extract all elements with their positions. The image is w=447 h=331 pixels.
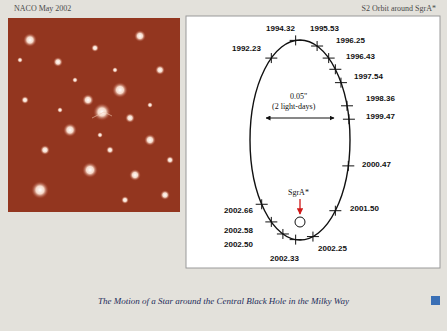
corner-icon bbox=[431, 296, 440, 305]
star bbox=[72, 77, 78, 83]
date-label: 2002.58 bbox=[224, 226, 253, 235]
star bbox=[160, 190, 170, 200]
star bbox=[53, 57, 63, 67]
position-cross bbox=[341, 101, 353, 111]
position-cross bbox=[323, 53, 335, 63]
target-label: SgrA* bbox=[288, 188, 309, 197]
star bbox=[82, 162, 98, 178]
date-label: 2002.50 bbox=[224, 240, 253, 249]
star bbox=[144, 134, 156, 146]
position-cross bbox=[307, 232, 319, 242]
scale-label: (2 light-days) bbox=[272, 102, 315, 111]
position-cross bbox=[265, 217, 277, 227]
star bbox=[134, 30, 146, 42]
star bbox=[40, 145, 50, 155]
star bbox=[166, 156, 174, 164]
star bbox=[121, 196, 129, 204]
scale-label: 0.05" bbox=[290, 92, 307, 101]
star bbox=[112, 67, 118, 73]
orbit-panel bbox=[186, 16, 440, 268]
star bbox=[93, 103, 111, 121]
scale-arrow bbox=[266, 118, 334, 119]
position-cross bbox=[277, 229, 289, 239]
panel-title: S2 Orbit around SgrA* bbox=[362, 4, 436, 13]
date-label: 2002.25 bbox=[318, 244, 347, 253]
star bbox=[106, 146, 114, 154]
date-label: 1992.23 bbox=[232, 44, 261, 53]
date-label: 2000.47 bbox=[362, 160, 391, 169]
star bbox=[63, 123, 77, 137]
star bbox=[125, 113, 135, 123]
star bbox=[155, 65, 165, 75]
star bbox=[31, 181, 49, 199]
position-cross bbox=[265, 53, 277, 63]
date-label: 1996.25 bbox=[336, 36, 365, 45]
image-label: NACO May 2002 bbox=[14, 4, 71, 13]
position-cross bbox=[290, 235, 302, 245]
position-cross bbox=[311, 41, 323, 51]
date-label: 2001.50 bbox=[350, 204, 379, 213]
star bbox=[91, 44, 99, 52]
position-cross bbox=[329, 64, 341, 74]
star bbox=[57, 107, 63, 113]
position-cross bbox=[290, 35, 302, 45]
date-label: 1998.36 bbox=[366, 94, 395, 103]
date-label: 1996.43 bbox=[346, 52, 375, 61]
date-label: 2002.33 bbox=[270, 254, 299, 263]
star bbox=[21, 96, 29, 104]
position-cross bbox=[329, 206, 341, 216]
black-hole-mark bbox=[295, 217, 305, 227]
orbit-ellipse bbox=[250, 40, 350, 240]
star-field bbox=[8, 18, 180, 212]
star bbox=[112, 82, 128, 98]
position-cross bbox=[343, 114, 355, 124]
star bbox=[147, 102, 153, 108]
date-label: 1994.32 bbox=[266, 24, 295, 33]
date-label: 2002.66 bbox=[224, 206, 253, 215]
star bbox=[23, 33, 37, 47]
track-line bbox=[92, 112, 112, 118]
position-cross bbox=[335, 78, 347, 88]
star bbox=[82, 94, 94, 106]
date-label: 1995.53 bbox=[310, 24, 339, 33]
star bbox=[97, 132, 103, 138]
star bbox=[129, 169, 141, 181]
date-label: 1997.54 bbox=[354, 72, 383, 81]
star bbox=[17, 57, 23, 63]
position-cross bbox=[256, 199, 268, 209]
caption: The Motion of a Star around the Central … bbox=[98, 296, 349, 306]
pointer-arrow bbox=[299, 199, 300, 214]
date-label: 1999.47 bbox=[366, 112, 395, 121]
position-cross bbox=[342, 161, 354, 171]
